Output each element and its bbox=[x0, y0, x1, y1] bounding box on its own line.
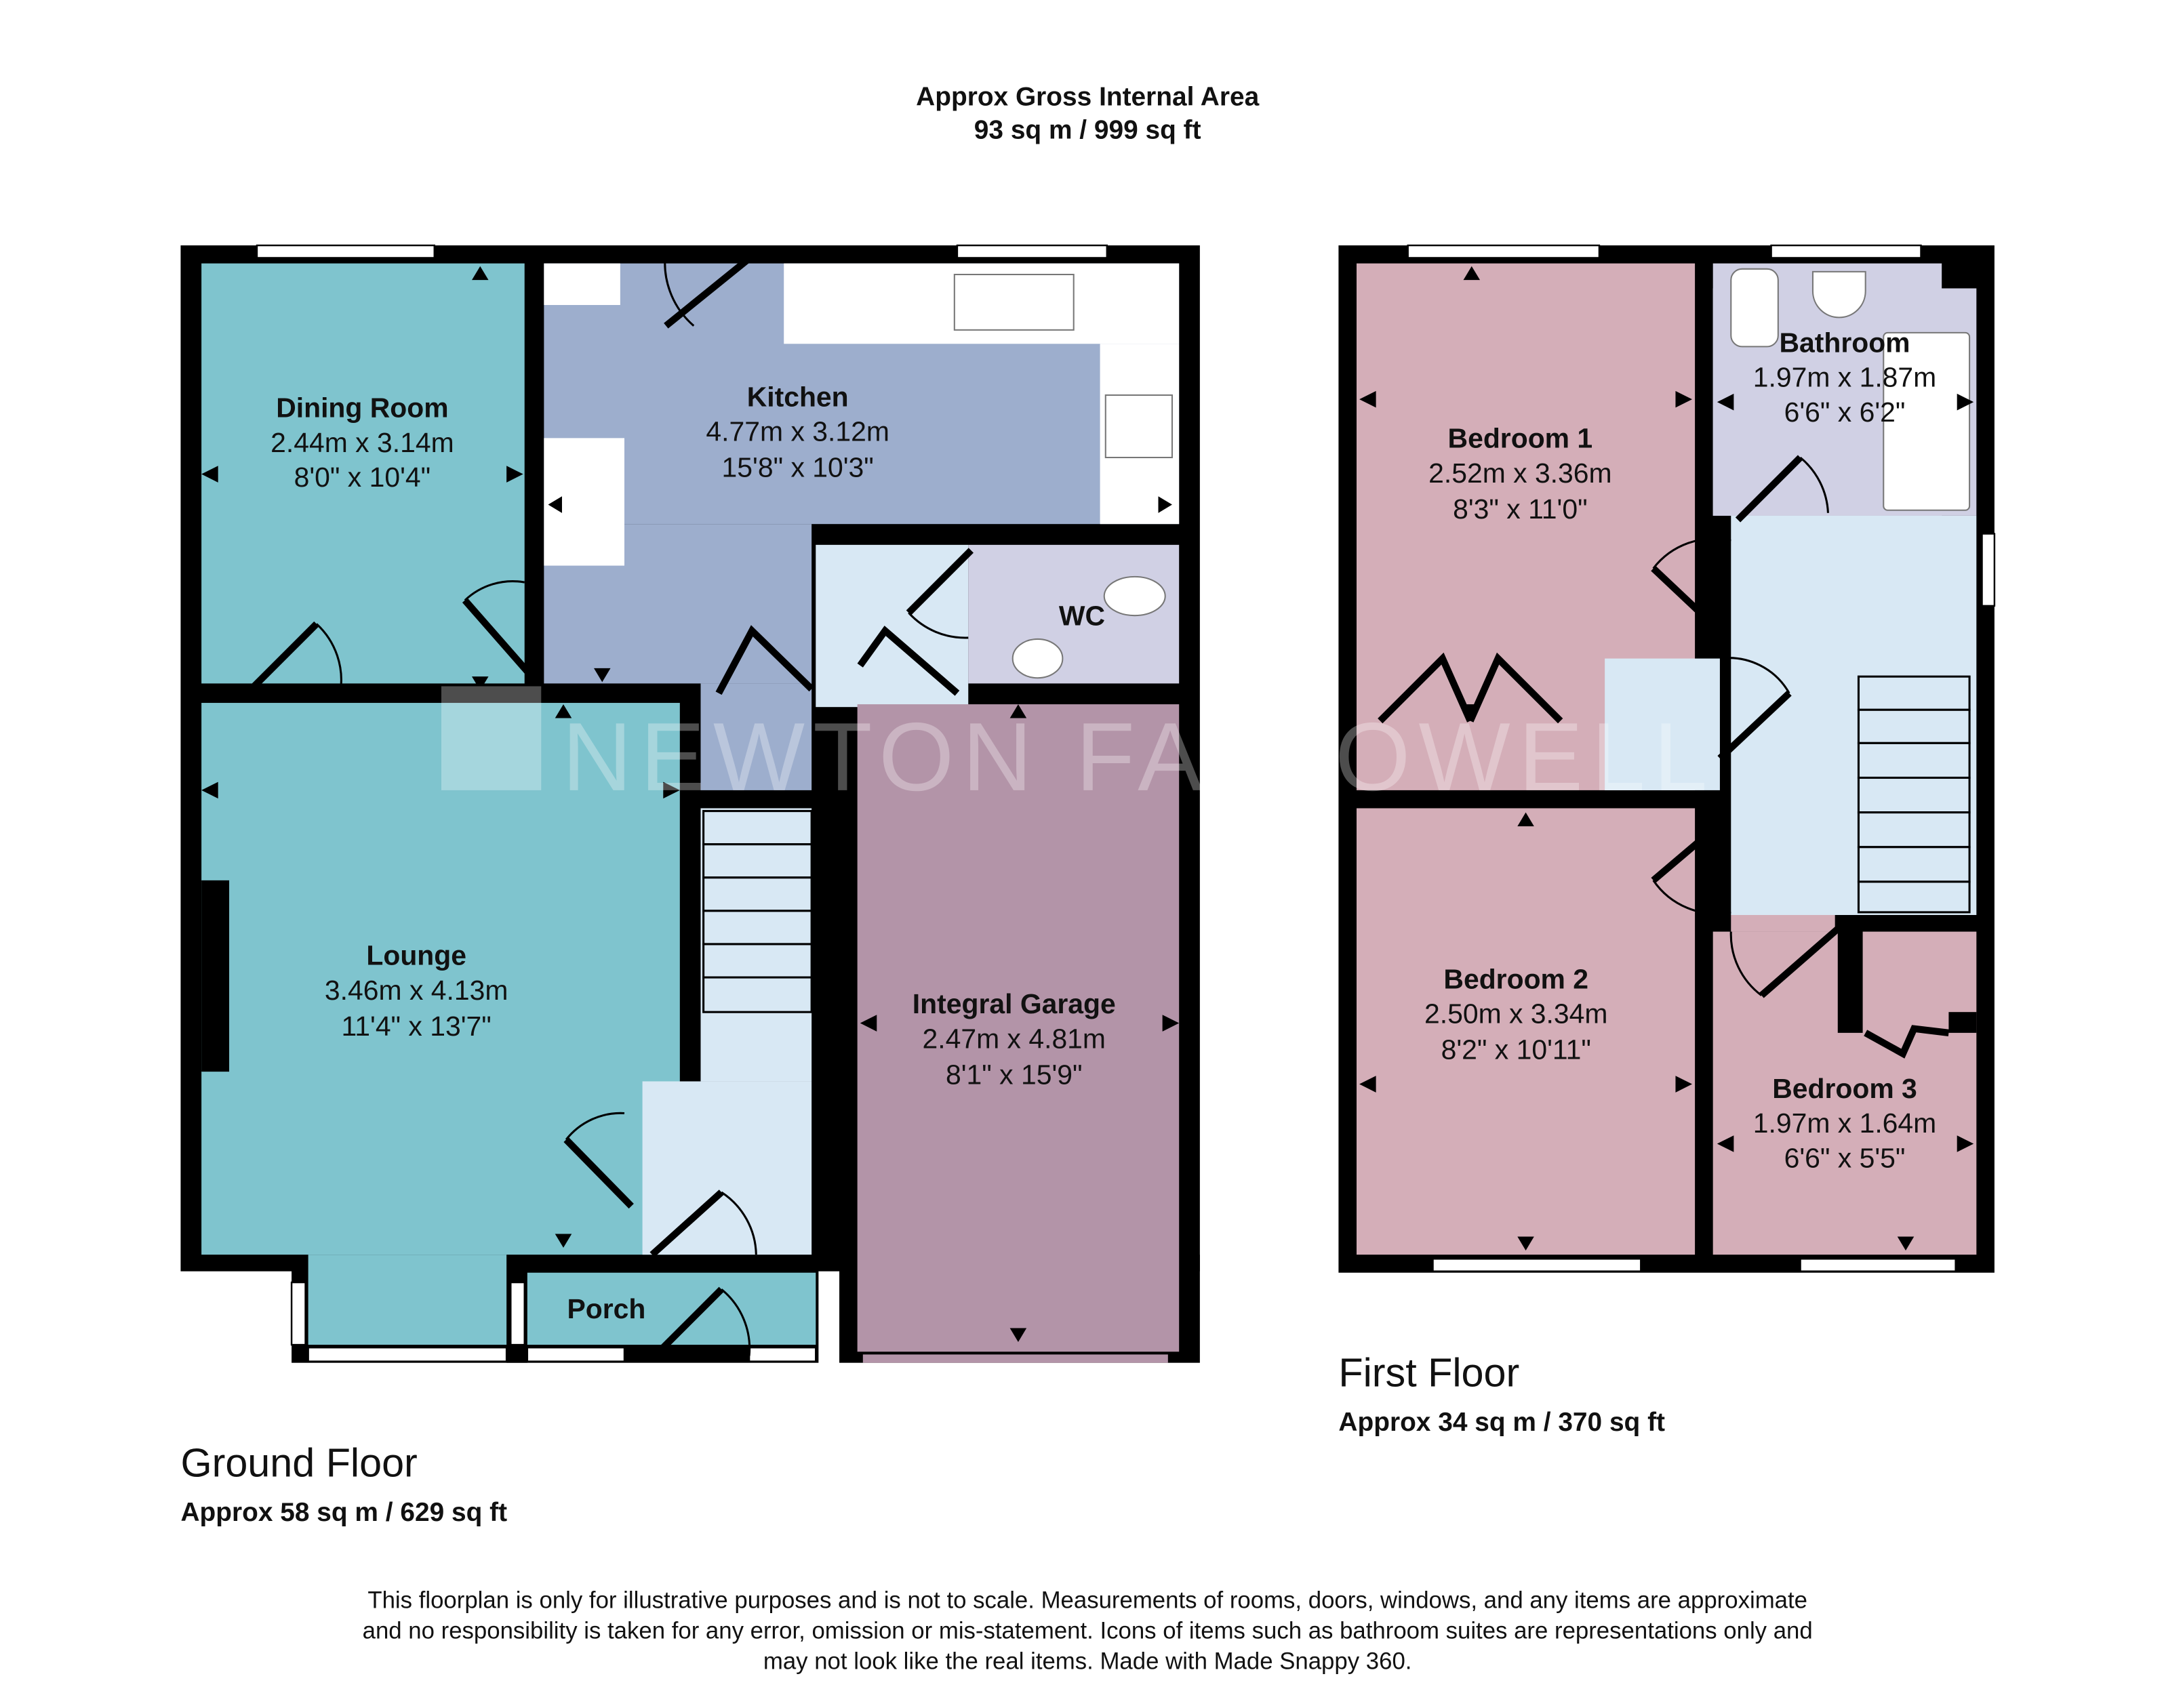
room-bedroom-2 bbox=[1357, 808, 1696, 1255]
disclaimer-line-1: This floorplan is only for illustrative … bbox=[367, 1588, 1807, 1614]
window bbox=[256, 244, 435, 259]
gross-area-title: Approx Gross Internal Area bbox=[916, 82, 1259, 111]
doors[interactable] bbox=[245, 247, 974, 1362]
svg-text:1.97m x 1.87m: 1.97m x 1.87m bbox=[1753, 362, 1936, 393]
window bbox=[1799, 1258, 1957, 1272]
svg-text:2.44m x 3.14m: 2.44m x 3.14m bbox=[270, 427, 454, 458]
window bbox=[526, 1346, 626, 1362]
first-floor-plan: Bedroom 1 2.52m x 3.36m 8'3" x 11'0" Bat… bbox=[1338, 244, 1996, 1273]
bath-icon bbox=[1883, 331, 1971, 511]
window bbox=[956, 244, 1108, 259]
disclaimer-line-2: and no responsibility is taken for any e… bbox=[363, 1619, 1813, 1644]
garage-door[interactable] bbox=[862, 1354, 1168, 1363]
window bbox=[1432, 1258, 1642, 1272]
window bbox=[307, 1346, 508, 1362]
svg-text:6'6" x 5'5": 6'6" x 5'5" bbox=[1784, 1142, 1906, 1173]
ground-floor-area: Approx 58 sq m / 629 sq ft bbox=[180, 1498, 507, 1527]
room-dining bbox=[201, 263, 525, 684]
room-lounge bbox=[201, 703, 680, 1255]
toilet-icon bbox=[1730, 268, 1779, 348]
svg-text:8'1" x 15'9": 8'1" x 15'9" bbox=[946, 1059, 1083, 1091]
label-lounge: Lounge 3.46m x 4.13m 11'4" x 13'7" bbox=[325, 940, 508, 1042]
window bbox=[510, 1281, 525, 1346]
svg-text:Bedroom 3: Bedroom 3 bbox=[1772, 1073, 1917, 1104]
svg-text:Bedroom 2: Bedroom 2 bbox=[1443, 963, 1588, 994]
svg-text:Integral Garage: Integral Garage bbox=[913, 988, 1116, 1019]
label-dining: Dining Room 2.44m x 3.14m 8'0" x 10'4" bbox=[270, 392, 454, 493]
svg-text:NEWTON FALLOWELL: NEWTON FALLOWELL bbox=[562, 703, 1713, 811]
svg-text:8'0" x 10'4": 8'0" x 10'4" bbox=[294, 462, 431, 493]
svg-text:6'6" x 6'2": 6'6" x 6'2" bbox=[1784, 396, 1906, 428]
svg-text:2.50m x 3.34m: 2.50m x 3.34m bbox=[1424, 998, 1607, 1030]
ground-floor-label: Ground Floor bbox=[180, 1440, 417, 1485]
ground-stairs[interactable] bbox=[702, 810, 813, 1013]
label-garage: Integral Garage 2.47m x 4.81m 8'1" x 15'… bbox=[913, 988, 1116, 1090]
room-garage bbox=[857, 704, 1180, 1352]
doors[interactable] bbox=[1378, 455, 1950, 1059]
svg-text:2.52m x 3.36m: 2.52m x 3.36m bbox=[1428, 458, 1611, 489]
fireplace bbox=[201, 880, 230, 1072]
basin-icon bbox=[1011, 638, 1064, 679]
watermark-logo: NEWTON FALLOWELL bbox=[441, 686, 1713, 811]
window bbox=[1770, 244, 1922, 259]
label-porch: Porch bbox=[567, 1293, 645, 1324]
basin-icon bbox=[1811, 270, 1866, 319]
room-hall bbox=[642, 1081, 812, 1255]
dimension-arrows bbox=[201, 266, 1974, 1342]
label-wc: WC bbox=[1059, 601, 1105, 632]
svg-text:Kitchen: Kitchen bbox=[747, 381, 849, 412]
room-porch bbox=[527, 1272, 816, 1345]
window bbox=[1407, 244, 1601, 259]
ground-floor-plan: Dining Room 2.44m x 3.14m 8'0" x 10'4" K… bbox=[180, 244, 1200, 1363]
svg-text:11'4" x 13'7": 11'4" x 13'7" bbox=[342, 1011, 492, 1042]
svg-text:Bedroom 1: Bedroom 1 bbox=[1448, 423, 1593, 454]
sink-icon bbox=[953, 273, 1075, 331]
svg-text:3.46m x 4.13m: 3.46m x 4.13m bbox=[325, 975, 508, 1006]
svg-text:2.47m x 4.81m: 2.47m x 4.81m bbox=[923, 1023, 1106, 1054]
first-floor-label: First Floor bbox=[1338, 1349, 1519, 1395]
svg-text:15'8" x 10'3": 15'8" x 10'3" bbox=[722, 452, 874, 483]
window bbox=[1981, 533, 1996, 607]
toilet-icon bbox=[1103, 575, 1166, 617]
label-kitchen: Kitchen 4.77m x 3.12m 15'8" x 10'3" bbox=[706, 381, 889, 483]
label-bedroom-1: Bedroom 1 2.52m x 3.36m 8'3" x 11'0" bbox=[1428, 423, 1611, 525]
first-floor-area: Approx 34 sq m / 370 sq ft bbox=[1338, 1408, 1665, 1437]
first-stairs[interactable] bbox=[1857, 675, 1971, 914]
disclaimer-line-3: may not look like the real items. Made w… bbox=[763, 1649, 1412, 1675]
svg-text:4.77m x 3.12m: 4.77m x 3.12m bbox=[706, 415, 889, 447]
window bbox=[290, 1281, 306, 1346]
svg-text:8'2" x 10'11": 8'2" x 10'11" bbox=[1441, 1034, 1591, 1065]
label-bedroom-3: Bedroom 3 1.97m x 1.64m 6'6" x 5'5" bbox=[1753, 1073, 1936, 1173]
gross-area-value: 93 sq m / 999 sq ft bbox=[974, 116, 1201, 145]
svg-text:Lounge: Lounge bbox=[366, 940, 466, 971]
svg-text:1.97m x 1.64m: 1.97m x 1.64m bbox=[1753, 1107, 1936, 1139]
window bbox=[748, 1346, 817, 1362]
cupboard bbox=[1605, 658, 1720, 790]
label-bathroom: Bathroom 1.97m x 1.87m 6'6" x 6'2" bbox=[1753, 327, 1936, 428]
svg-text:Bathroom: Bathroom bbox=[1779, 327, 1910, 359]
svg-text:8'3" x 11'0": 8'3" x 11'0" bbox=[1453, 493, 1587, 525]
label-bedroom-2: Bedroom 2 2.50m x 3.34m 8'2" x 10'11" bbox=[1424, 963, 1607, 1065]
hob-icon bbox=[1104, 394, 1173, 459]
svg-text:Dining Room: Dining Room bbox=[276, 392, 448, 424]
